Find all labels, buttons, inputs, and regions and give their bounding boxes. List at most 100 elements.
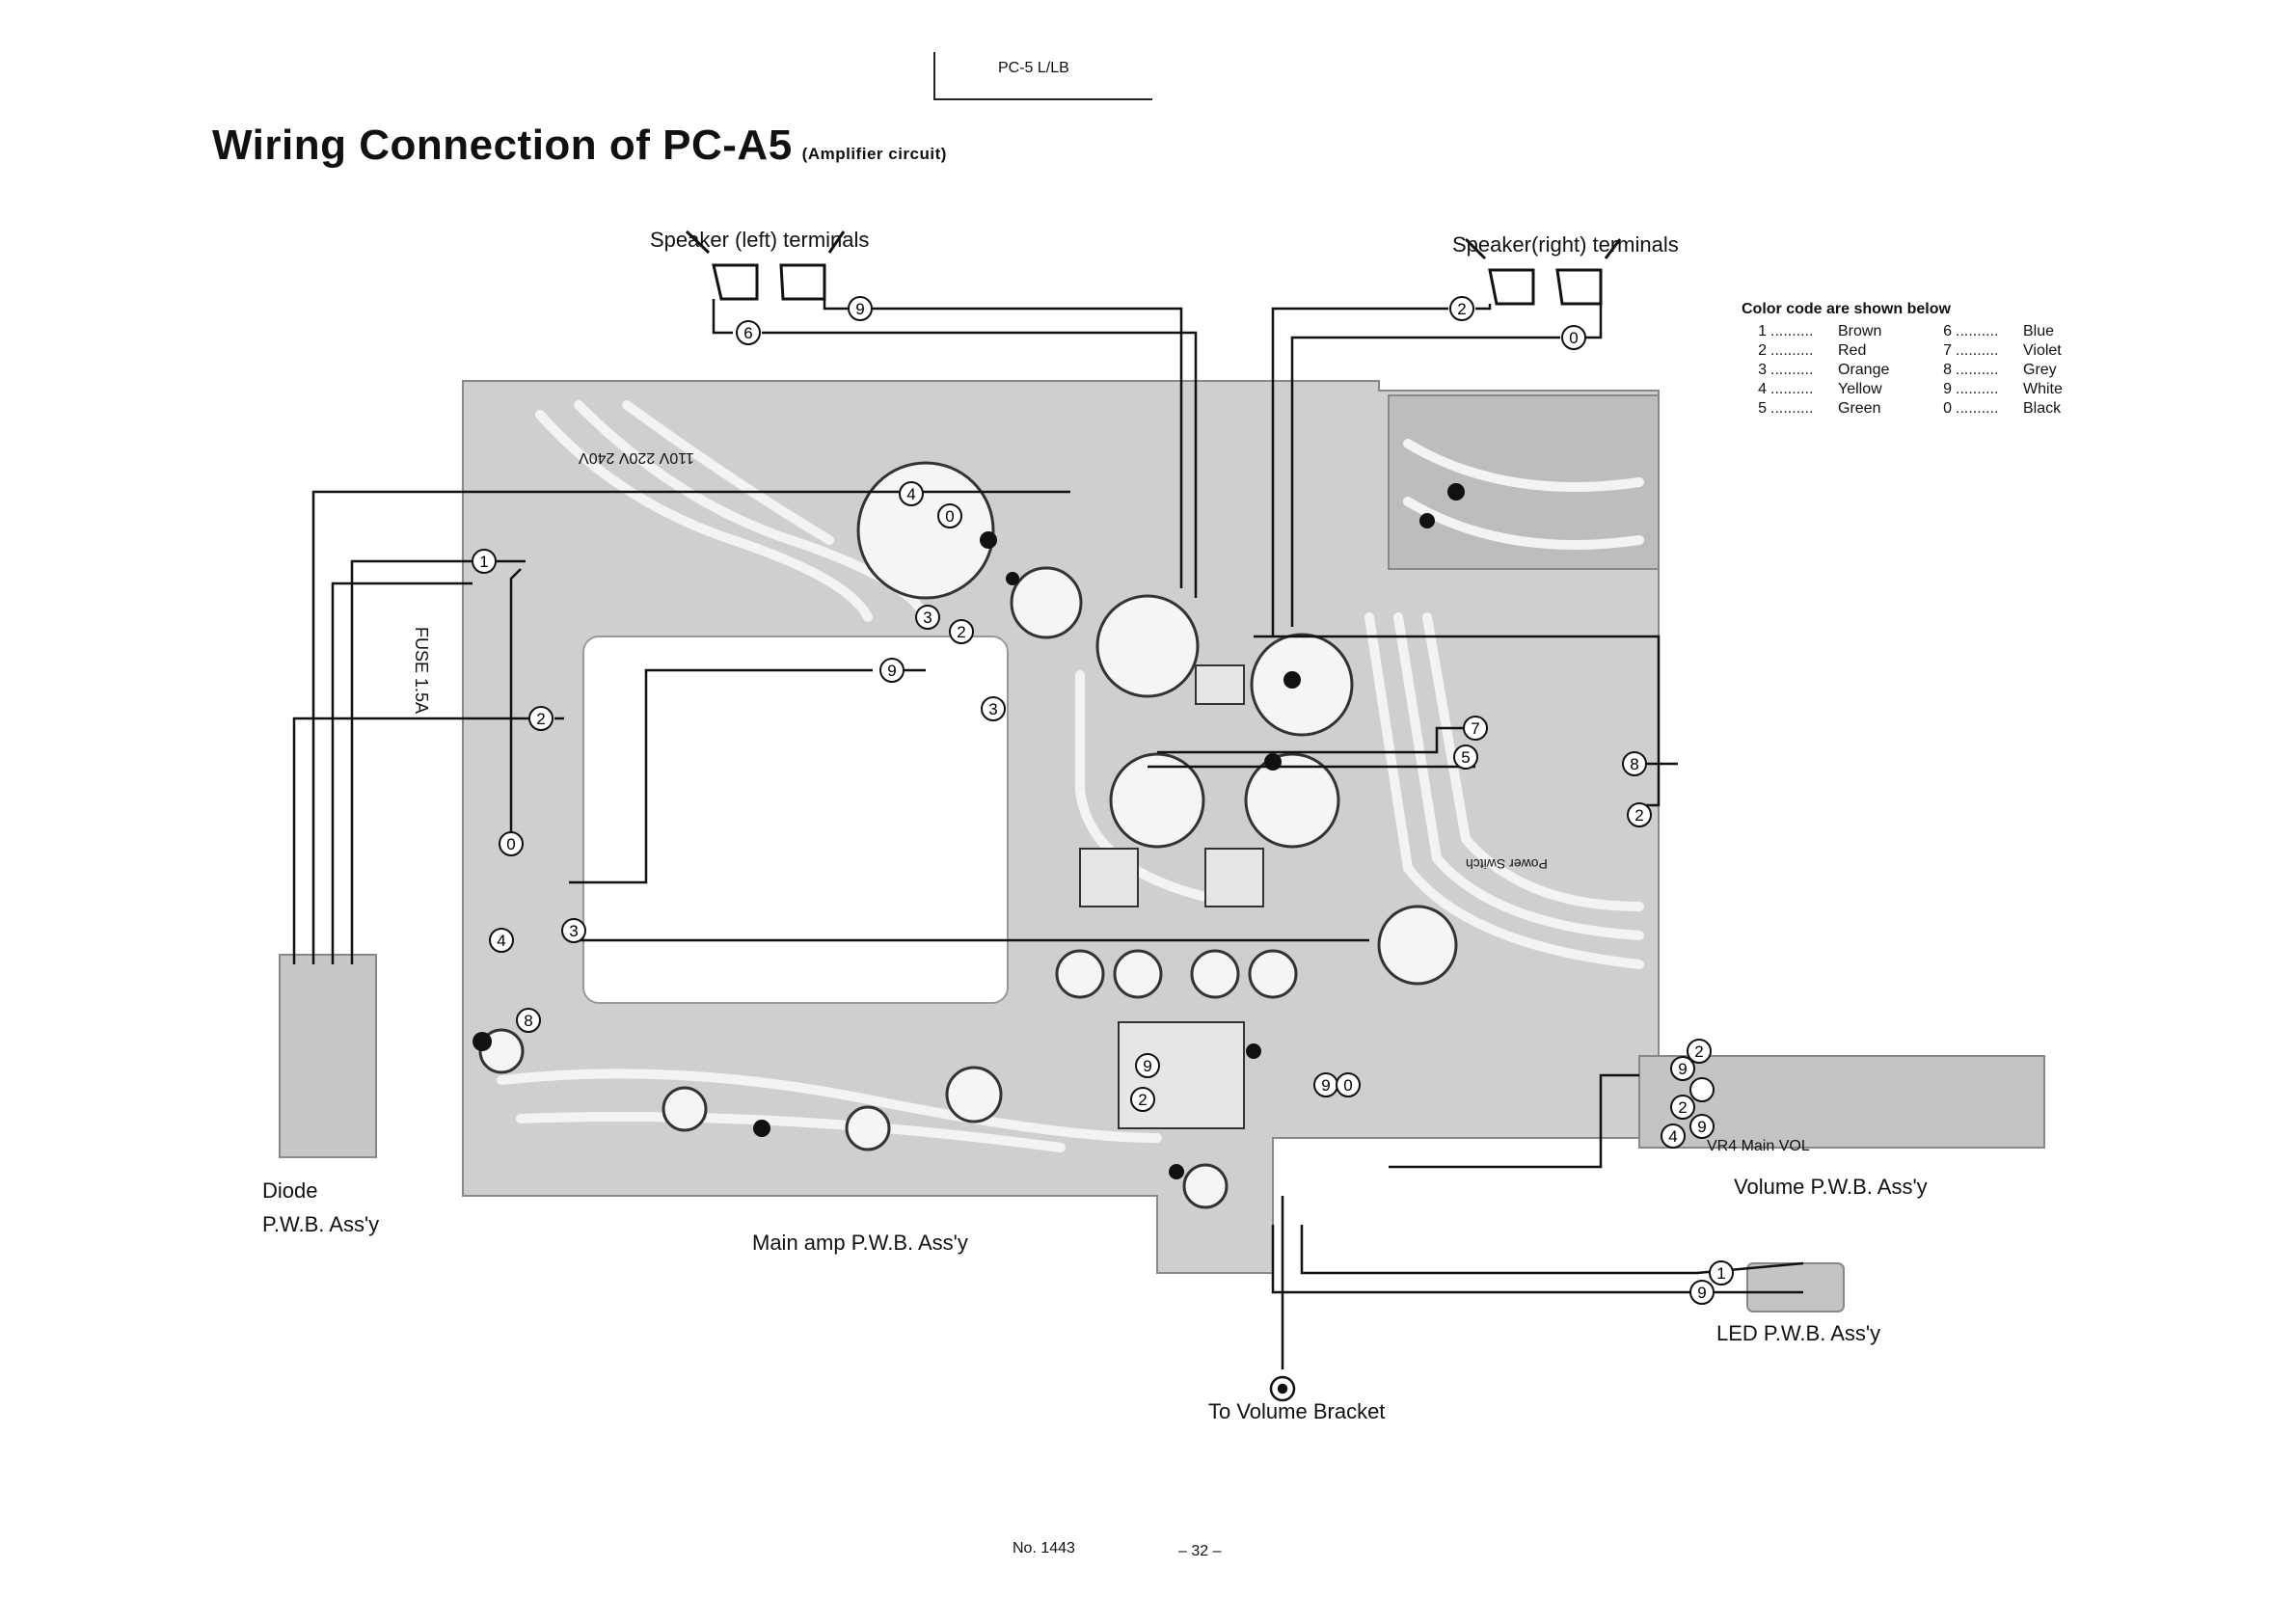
legend-dots: .......... bbox=[1956, 400, 1999, 417]
legend-color: White bbox=[2023, 381, 2063, 397]
wire-code-text: 9 bbox=[1321, 1076, 1330, 1095]
wire-code-text: 9 bbox=[1697, 1118, 1706, 1136]
wire-code-text: 9 bbox=[1697, 1284, 1706, 1302]
wire-code-text: 8 bbox=[1630, 755, 1638, 773]
wire-code-text: 5 bbox=[1461, 748, 1470, 767]
wire-code-text: 3 bbox=[988, 700, 997, 718]
legend-dots: .......... bbox=[1770, 362, 1814, 378]
wire-code-text: 9 bbox=[1678, 1060, 1687, 1078]
main-amp-label: Main amp P.W.B. Ass'y bbox=[752, 1231, 968, 1255]
legend-code: 1 bbox=[1758, 323, 1767, 339]
wire-code-w9: 9 bbox=[1313, 1072, 1338, 1097]
main-amp-board bbox=[462, 380, 1660, 1274]
title-main: Wiring Connection of PC-A5 bbox=[212, 122, 793, 169]
speaker-right-label: Speaker(right) terminals bbox=[1452, 232, 1679, 257]
voltage-label: 110V 220V 240V bbox=[579, 449, 694, 466]
legend-dots: .......... bbox=[1956, 362, 1999, 378]
led-board bbox=[1746, 1262, 1845, 1313]
legend-dots: .......... bbox=[1956, 323, 1999, 339]
wire-code-w8: 8 bbox=[516, 1008, 541, 1033]
wire-code-w2: 2 bbox=[1687, 1039, 1712, 1064]
legend-code: 4 bbox=[1758, 381, 1767, 397]
wire-code-w0: 0 bbox=[937, 503, 962, 528]
legend-dots: .......... bbox=[1770, 400, 1814, 417]
legend-code: 6 bbox=[1943, 323, 1952, 339]
legend-color: Orange bbox=[1838, 362, 1890, 378]
legend-dots: .......... bbox=[1770, 381, 1814, 397]
legend-code: 0 bbox=[1943, 400, 1952, 417]
wire-code-w1: 1 bbox=[1709, 1260, 1734, 1286]
wire-code-spk_l_6: 6 bbox=[736, 320, 761, 345]
wire-code-spk_r_0: 0 bbox=[1561, 325, 1586, 350]
legend-title: Color code are shown below bbox=[1742, 301, 1951, 317]
speaker-terminals-left bbox=[685, 230, 846, 301]
wire-code-text: 2 bbox=[957, 623, 965, 641]
wire-code-w9: 9 bbox=[1135, 1053, 1160, 1078]
title-sub: (Amplifier circuit) bbox=[801, 145, 947, 163]
legend-color: Brown bbox=[1838, 323, 1882, 339]
wire-code-text: 0 bbox=[1343, 1076, 1352, 1095]
legend-dots: .......... bbox=[1770, 342, 1814, 359]
wire-code-w9: 9 bbox=[1689, 1114, 1715, 1139]
wire-code-w4: 4 bbox=[899, 481, 924, 506]
wire-code-text: 0 bbox=[945, 507, 954, 526]
wire-code-text: 2 bbox=[1138, 1091, 1147, 1109]
legend-dots: .......... bbox=[1770, 323, 1814, 339]
wire-code-w1: 1 bbox=[472, 549, 497, 574]
legend-code: 3 bbox=[1758, 362, 1767, 378]
volume-bracket-terminal bbox=[1269, 1375, 1296, 1402]
legend-dots: .......... bbox=[1956, 342, 1999, 359]
wire-code-w2: 2 bbox=[1130, 1087, 1155, 1112]
power-switch-label: Power Switch bbox=[1466, 856, 1548, 872]
legend-code: 9 bbox=[1943, 381, 1952, 397]
speaker-left-label: Speaker (left) terminals bbox=[650, 228, 870, 252]
vr4-label: VR4 Main VOL bbox=[1707, 1138, 1810, 1154]
volume-board bbox=[1638, 1055, 2045, 1149]
legend-code: 2 bbox=[1758, 342, 1767, 359]
legend-color: Green bbox=[1838, 400, 1881, 417]
to-volume-label: To Volume Bracket bbox=[1208, 1399, 1386, 1423]
wire-code-w6 bbox=[1689, 1077, 1715, 1102]
wire-code-w5: 5 bbox=[1453, 744, 1478, 770]
wire-code-text: 4 bbox=[1668, 1127, 1677, 1146]
wire-code-text: 0 bbox=[506, 835, 515, 853]
model-number: PC-5 L/LB bbox=[998, 60, 1069, 76]
wiring-harness bbox=[292, 299, 1804, 1369]
color-code-legend: Color code are shown below 1.......... Br… bbox=[1742, 301, 2112, 419]
legend-code: 8 bbox=[1943, 362, 1952, 378]
wire-code-text: 2 bbox=[1634, 806, 1643, 825]
board-components bbox=[478, 461, 1458, 1209]
wire-code-text: 8 bbox=[524, 1012, 532, 1030]
wire-code-w9: 9 bbox=[1689, 1280, 1715, 1305]
board-cutout bbox=[582, 636, 1009, 1004]
page-number: – 32 – bbox=[1178, 1543, 1222, 1559]
page-title: Wiring Connection of PC-A5 (Amplifier cir… bbox=[212, 122, 947, 170]
wire-code-text: 6 bbox=[743, 324, 752, 342]
wire-code-text: 4 bbox=[497, 932, 505, 950]
wire-code-text: 2 bbox=[1678, 1098, 1687, 1117]
wire-code-w7: 7 bbox=[1463, 716, 1488, 741]
wire-code-text: 4 bbox=[906, 485, 915, 503]
wire-code-text: 3 bbox=[923, 609, 932, 627]
wire-code-text: 3 bbox=[569, 922, 578, 940]
diode-board bbox=[279, 954, 377, 1158]
wire-code-text: 0 bbox=[1569, 329, 1578, 347]
wire-code-text: 7 bbox=[1471, 719, 1479, 738]
wire-code-w2: 2 bbox=[1670, 1095, 1695, 1120]
legend-code: 5 bbox=[1758, 400, 1767, 417]
wire-code-text: 2 bbox=[536, 710, 545, 728]
fuse-label: FUSE 1.5A bbox=[412, 627, 431, 715]
wire-code-w9: 9 bbox=[1670, 1056, 1695, 1081]
wire-code-text: 2 bbox=[1694, 1042, 1703, 1061]
header-box bbox=[933, 52, 1152, 100]
diode-label-2: P.W.B. Ass'y bbox=[262, 1212, 380, 1236]
diode-label-1: Diode bbox=[262, 1178, 318, 1203]
wire-code-w8: 8 bbox=[1622, 751, 1647, 776]
